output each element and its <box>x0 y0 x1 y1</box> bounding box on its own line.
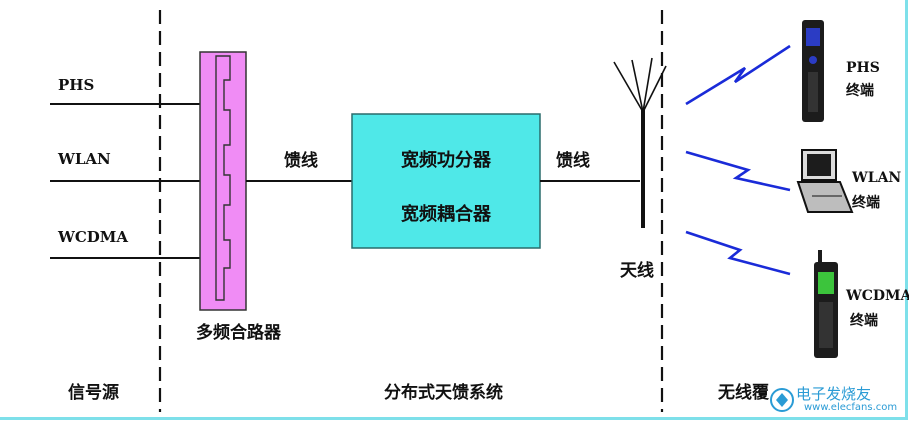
section-das-label: 分布式天馈系统 <box>384 383 503 403</box>
section-source-label: 信号源 <box>68 383 119 403</box>
signal-label-wcdma: WCDMA <box>58 228 129 246</box>
terminal-wcdma-suffix: 终端 <box>850 313 878 329</box>
feeder-label-left: 馈线 <box>284 151 318 171</box>
splitter-label: 宽频功分器 <box>401 150 491 171</box>
splitter-coupler-box <box>351 113 541 249</box>
watermark-logo-icon <box>770 388 794 412</box>
terminal-wlan-suffix: 终端 <box>852 195 880 211</box>
antenna-arm-2 <box>631 59 644 113</box>
antenna-arm-4 <box>642 65 667 113</box>
wave-wlan-icon <box>685 150 791 192</box>
wave-wcdma-icon <box>685 230 791 276</box>
phs-phone-icon <box>802 20 824 122</box>
signal-label-wlan: WLAN <box>58 150 111 168</box>
antenna-arm-3 <box>642 57 653 113</box>
terminal-wlan-name: WLAN <box>852 170 902 186</box>
terminal-wcdma-name: WCDMA <box>846 288 909 304</box>
watermark-url: www.elecfans.com <box>804 402 898 413</box>
combiner-block <box>199 51 247 311</box>
wave-phs-icon <box>685 44 791 106</box>
signal-label-phs: PHS <box>58 76 95 94</box>
terminal-phs-suffix: 终端 <box>846 83 874 99</box>
feeder-label-right: 馈线 <box>556 151 590 171</box>
combiner-label: 多频合路器 <box>196 323 281 343</box>
wcdma-phone-icon <box>814 250 838 358</box>
antenna-arm-1 <box>613 61 644 113</box>
section-wireless-label: 无线覆 <box>718 383 769 403</box>
coupler-label: 宽频耦合器 <box>401 204 491 225</box>
combiner-inner-path <box>215 55 231 301</box>
laptop-icon <box>796 149 854 213</box>
terminal-phs-name: PHS <box>846 60 880 76</box>
watermark-text: 电子发烧友 <box>796 385 872 403</box>
antenna-label: 天线 <box>620 261 654 281</box>
